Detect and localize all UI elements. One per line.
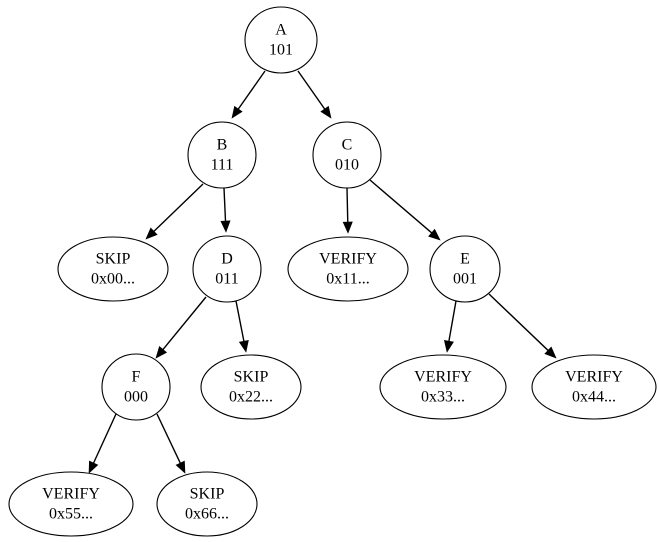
arrowhead-icon [145, 227, 158, 240]
node-label-secondary: 111 [211, 157, 234, 174]
node-circle-shape[interactable] [429, 235, 501, 303]
node-label-secondary: 0x00... [91, 271, 135, 288]
node-d[interactable]: D 011 [192, 235, 262, 303]
node-label-primary: SKIP [96, 251, 131, 268]
node-label-secondary: 101 [269, 42, 293, 59]
node-skip66[interactable]: SKIP 0x66... [156, 471, 258, 537]
node-label-secondary: 000 [124, 389, 148, 406]
node-ellipse-shape[interactable] [156, 471, 258, 537]
node-label-secondary: 0x66... [185, 506, 229, 523]
arrowhead-icon [443, 339, 454, 353]
arrowhead-icon [428, 228, 441, 241]
node-circle-shape[interactable] [101, 353, 171, 421]
edge-b-to-skip0 [145, 183, 204, 240]
node-ellipse-shape[interactable] [8, 471, 134, 537]
node-a[interactable]: A 101 [244, 6, 318, 74]
edge-e-to-verify33 [443, 300, 457, 353]
edge-d-to-skip22 [235, 300, 249, 353]
arrowhead-icon [175, 460, 186, 474]
node-label-primary: SKIP [234, 369, 269, 386]
arrowhead-icon [320, 105, 332, 119]
node-label-secondary: 0x11... [326, 271, 369, 288]
node-c[interactable]: C 010 [312, 121, 382, 189]
node-circle-shape[interactable] [312, 121, 382, 189]
node-verify33[interactable]: VERIFY 0x33... [379, 354, 507, 420]
edge-c-to-e [369, 179, 441, 241]
node-skip0[interactable]: SKIP 0x00... [57, 236, 169, 302]
edge-line [369, 179, 434, 235]
edge-a-to-b [231, 70, 266, 119]
node-circle-shape[interactable] [192, 235, 262, 303]
node-label-secondary: 0x55... [49, 506, 93, 523]
node-label-secondary: 001 [453, 271, 477, 288]
edge-e-to-verify44 [488, 293, 557, 359]
edge-d-to-f [155, 296, 207, 359]
edge-b-to-d [220, 187, 231, 233]
node-ellipse-shape[interactable] [200, 354, 302, 420]
node-ellipse-shape[interactable] [379, 354, 507, 420]
edges-layer [88, 70, 557, 474]
edge-line [92, 413, 117, 465]
node-label-secondary: 0x44... [572, 389, 616, 406]
node-label-primary: VERIFY [414, 369, 472, 386]
node-label-secondary: 011 [215, 271, 238, 288]
edge-line [161, 296, 207, 352]
node-b[interactable]: B 111 [187, 121, 257, 189]
node-f[interactable]: F 000 [101, 353, 171, 421]
node-verify44[interactable]: VERIFY 0x44... [531, 354, 657, 420]
node-ellipse-shape[interactable] [57, 236, 169, 302]
edge-c-to-verify11 [342, 187, 353, 234]
edge-line [297, 70, 327, 111]
node-skip22[interactable]: SKIP 0x22... [200, 354, 302, 420]
arrowhead-icon [544, 346, 557, 359]
edge-line [235, 300, 245, 343]
nodes-layer: A101B111C010SKIP0x00...D011VERIFY0x11...… [8, 6, 657, 537]
node-circle-shape[interactable] [187, 121, 257, 189]
edge-line [223, 187, 227, 223]
edge-a-to-c [297, 70, 332, 119]
edge-f-to-verify55 [88, 413, 117, 474]
node-verify55[interactable]: VERIFY 0x55... [8, 471, 134, 537]
arrowhead-icon [238, 339, 249, 353]
node-label-primary: VERIFY [565, 369, 623, 386]
node-label-primary: SKIP [190, 486, 225, 503]
edge-line [152, 183, 204, 233]
node-label-primary: VERIFY [319, 251, 377, 268]
node-label-primary: A [275, 22, 287, 39]
edge-line [156, 413, 182, 465]
arrowhead-icon [231, 105, 243, 119]
edge-line [346, 187, 349, 224]
arrowhead-icon [88, 460, 99, 474]
node-label-primary: B [217, 137, 228, 154]
node-label-primary: F [132, 369, 141, 386]
arrowhead-icon [155, 346, 168, 359]
node-e[interactable]: E 001 [429, 235, 501, 303]
edge-f-to-skip66 [156, 413, 186, 474]
arrowhead-icon [342, 221, 353, 234]
node-label-primary: E [460, 251, 470, 268]
edge-line [447, 300, 457, 343]
node-verify11[interactable]: VERIFY 0x11... [287, 236, 409, 302]
edge-line [236, 70, 266, 111]
arrowhead-icon [220, 220, 231, 233]
node-label-secondary: 0x33... [421, 389, 465, 406]
node-circle-shape[interactable] [244, 6, 318, 74]
node-ellipse-shape[interactable] [531, 354, 657, 420]
node-label-primary: C [342, 137, 353, 154]
node-label-primary: D [221, 251, 233, 268]
node-ellipse-shape[interactable] [287, 236, 409, 302]
node-label-primary: VERIFY [42, 486, 100, 503]
edge-line [488, 293, 550, 352]
node-label-secondary: 010 [335, 157, 359, 174]
node-label-secondary: 0x22... [229, 389, 273, 406]
